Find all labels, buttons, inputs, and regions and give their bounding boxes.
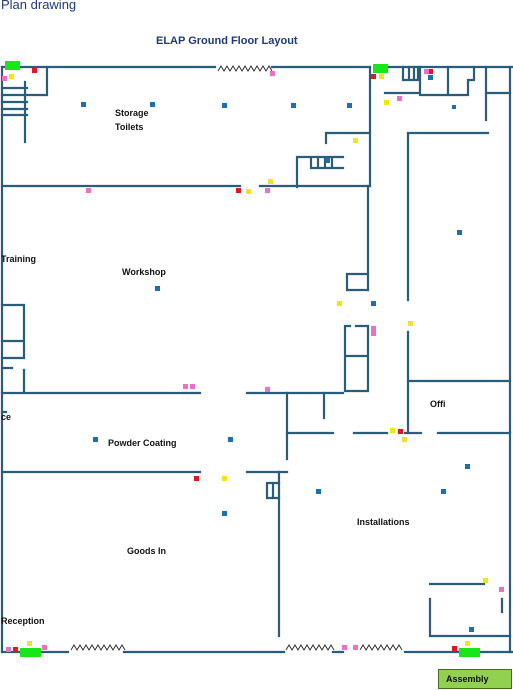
fire-extinguisher-icon xyxy=(379,74,384,79)
fire-extinguisher-icon xyxy=(402,437,407,442)
smoke-detector-icon xyxy=(2,76,7,81)
smoke-detector-icon xyxy=(371,326,376,331)
fire-alarm-icon xyxy=(236,188,241,193)
fire-alarm-icon xyxy=(452,646,457,651)
emergency-light-icon xyxy=(465,464,470,469)
emergency-light-icon xyxy=(222,511,227,516)
smoke-detector-icon xyxy=(371,331,376,336)
roller-door-top xyxy=(217,65,273,72)
fire-extinguisher-icon xyxy=(246,189,251,194)
emergency-light-icon xyxy=(452,105,456,109)
room-label-installations: Installations xyxy=(357,517,410,527)
emergency-lights xyxy=(81,75,474,632)
emergency-light-icon xyxy=(347,103,352,108)
fire-alarms xyxy=(13,68,457,652)
room-label-workshop: Workshop xyxy=(122,267,166,277)
emergency-light-icon xyxy=(81,102,86,107)
emergency-light-icon xyxy=(469,627,474,632)
smoke-detector-icon xyxy=(397,96,402,101)
emergency-light-icon xyxy=(150,102,155,107)
fire-extinguisher-icon xyxy=(9,74,14,79)
smoke-detector-icon xyxy=(270,71,275,76)
smoke-detector-icon xyxy=(499,587,504,592)
smoke-detector-icon xyxy=(424,69,429,74)
fire-extinguisher-icon xyxy=(353,138,358,143)
exit-signs xyxy=(5,61,480,657)
smoke-detector-icon xyxy=(190,384,195,389)
emergency-light-icon xyxy=(291,103,296,108)
emergency-light-icon xyxy=(441,489,446,494)
fire-extinguisher-icon xyxy=(27,641,32,646)
smoke-detector-icon xyxy=(183,384,188,389)
exit-sign-icon xyxy=(459,648,480,657)
fire-alarm-icon xyxy=(194,476,199,481)
emergency-light-icon xyxy=(457,230,462,235)
fire-extinguisher-icon xyxy=(465,641,470,646)
fire-alarm-icon xyxy=(371,74,376,79)
fire-extinguisher-icon xyxy=(408,321,413,326)
room-label-powder-coating: Powder Coating xyxy=(108,438,177,448)
exit-sign-icon xyxy=(5,61,20,70)
page-header-title: Plan drawing xyxy=(1,0,77,12)
smoke-detector-icon xyxy=(6,647,11,652)
fire-alarm-icon xyxy=(13,647,18,652)
assembly-point: Assembly xyxy=(438,669,512,689)
roller-door-bottom-left xyxy=(70,644,126,651)
plan-title: ELAP Ground Floor Layout xyxy=(156,35,298,47)
roller-doors xyxy=(70,65,403,651)
emergency-light-icon xyxy=(428,75,433,80)
emergency-light-icon xyxy=(371,301,376,306)
fire-extinguisher-icon xyxy=(222,476,227,481)
emergency-light-icon xyxy=(93,437,98,442)
walls xyxy=(0,65,513,654)
exit-sign-icon xyxy=(20,648,41,657)
emergency-light-icon xyxy=(325,158,330,163)
smoke-detector-icon xyxy=(42,645,47,650)
emergency-light-icon xyxy=(155,286,160,291)
roller-door-bottom-right xyxy=(359,644,403,651)
fire-extinguisher-icon xyxy=(390,428,395,433)
fire-alarm-icon xyxy=(32,68,37,73)
room-label-office-left: ce xyxy=(1,412,12,422)
fire-extinguishers xyxy=(9,74,488,646)
fire-extinguisher-icon xyxy=(384,100,389,105)
emergency-light-icon xyxy=(316,489,321,494)
fire-alarm-icon xyxy=(428,69,433,74)
smoke-detector-icon xyxy=(353,645,358,650)
smoke-detectors xyxy=(2,69,504,652)
fire-extinguisher-icon xyxy=(337,301,342,306)
fire-extinguisher-icon xyxy=(483,578,488,583)
room-label-office-right: Offi xyxy=(430,399,446,409)
room-label-toilets: Toilets xyxy=(115,122,144,132)
emergency-light-icon xyxy=(228,437,233,442)
emergency-light-icon xyxy=(222,103,227,108)
fire-alarm-icon xyxy=(398,429,403,434)
smoke-detector-icon xyxy=(265,188,270,193)
room-label-training: Training xyxy=(1,254,37,264)
smoke-detector-icon xyxy=(86,188,91,193)
room-label-goods-in: Goods In xyxy=(127,546,166,556)
smoke-detector-icon xyxy=(342,645,347,650)
room-label-reception: Reception xyxy=(1,616,45,626)
room-label-storage: Storage xyxy=(115,108,149,118)
smoke-detector-icon xyxy=(265,387,270,392)
roller-door-bottom-mid xyxy=(285,644,335,651)
exit-sign-icon xyxy=(373,64,388,73)
fire-extinguisher-icon xyxy=(268,179,273,184)
